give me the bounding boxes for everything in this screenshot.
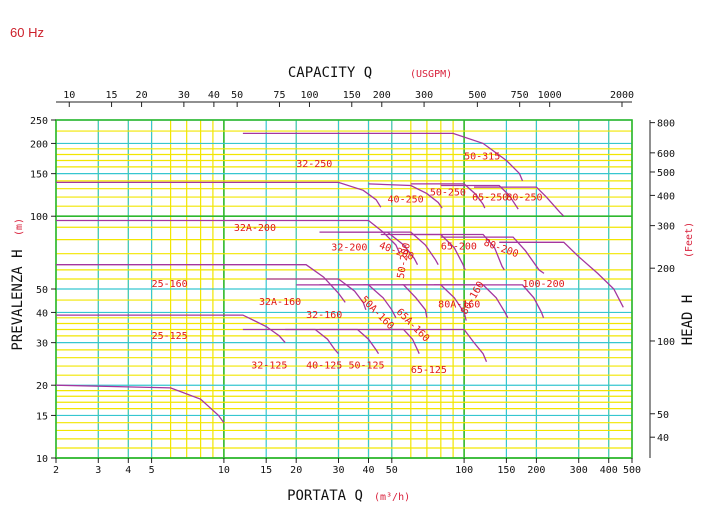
model-label: 50-315	[464, 151, 500, 162]
y-tick-label: 50	[36, 285, 48, 296]
curves	[55, 132, 624, 424]
curve-25-32-small	[55, 384, 225, 424]
x-tick-label: 10	[218, 465, 230, 476]
x-tick-label: 15	[260, 465, 272, 476]
x-tick-label: 150	[497, 465, 515, 476]
model-label: 65-250	[472, 193, 508, 204]
curve-32A-160	[266, 278, 367, 311]
right-tick-label: 300	[657, 222, 675, 233]
model-label: 25-160	[152, 279, 188, 290]
model-label: 65-200	[441, 241, 477, 252]
y-tick-label: 150	[30, 170, 48, 181]
model-label: 80-200	[482, 238, 520, 261]
right-tick-label: 600	[657, 149, 675, 160]
curve-65-125	[368, 328, 488, 363]
model-label: 50-250	[430, 187, 466, 198]
curve-25-160	[56, 264, 346, 303]
curve-65-250	[440, 184, 519, 210]
x-tick-label: 300	[570, 465, 588, 476]
curve-100-200	[499, 241, 624, 308]
x-tick-label: 40	[362, 465, 374, 476]
x-tick-label: 500	[623, 465, 641, 476]
y-tick-label: 40	[36, 308, 48, 319]
y-tick-label: 15	[36, 411, 48, 422]
right-tick-label: 400	[657, 191, 675, 202]
y-right-axis-label: HEAD H	[680, 295, 696, 346]
y-tick-label: 250	[30, 116, 48, 127]
y-tick-label: 30	[36, 339, 48, 350]
x-axis-label: PORTATA Q	[287, 488, 363, 504]
y-right-axis-unit: (Feet)	[684, 222, 695, 258]
x-tick-label: 3	[95, 465, 101, 476]
top-tick-label: 15	[106, 90, 118, 101]
model-label: 32-160	[306, 310, 342, 321]
top-tick-label: 500	[468, 90, 486, 101]
model-label: 80-250	[506, 193, 542, 204]
chart-title: CAPACITY Q	[288, 65, 372, 81]
x-tick-label: 200	[527, 465, 545, 476]
x-tick-label: 4	[125, 465, 131, 476]
right-tick-label: 200	[657, 264, 675, 275]
model-label: 50-125	[348, 360, 384, 371]
model-label: 32A-200	[234, 223, 276, 234]
top-tick-label: 10	[63, 90, 75, 101]
y-axis-label: PREVALENZA H	[10, 249, 26, 350]
top-tick-label: 1000	[538, 90, 562, 101]
model-label: 32-250	[296, 159, 332, 170]
top-tick-label: 50	[231, 90, 243, 101]
frequency-label: 60 Hz	[10, 25, 44, 40]
x-tick-label: 5	[149, 465, 155, 476]
curve-40-200	[338, 231, 439, 266]
curve-50-250	[410, 183, 486, 209]
top-tick-label: 150	[343, 90, 361, 101]
y-tick-label: 100	[30, 212, 48, 223]
curve-80-200	[440, 236, 545, 274]
top-tick-label: 75	[273, 90, 285, 101]
top-tick-label: 20	[136, 90, 148, 101]
model-label: 32-200	[331, 243, 367, 254]
top-tick-label: 750	[511, 90, 529, 101]
x-tick-label: 30	[332, 465, 344, 476]
model-label: 32-125	[251, 360, 287, 371]
top-tick-label: 100	[300, 90, 318, 101]
curve-25-125	[56, 314, 286, 344]
x-tick-label: 400	[600, 465, 618, 476]
model-label: 25-125	[152, 331, 188, 342]
right-tick-label: 800	[657, 119, 675, 130]
model-label: 40-125	[306, 360, 342, 371]
model-label: 65-125	[411, 365, 447, 376]
right-tick-label: 500	[657, 168, 675, 179]
top-tick-label: 2000	[610, 90, 634, 101]
curve-80-250	[474, 186, 565, 217]
top-tick-label: 200	[373, 90, 391, 101]
curve-80-160	[434, 284, 545, 319]
y-tick-label: 20	[36, 381, 48, 392]
model-label: 40-250	[388, 194, 424, 205]
y-tick-label: 200	[30, 139, 48, 150]
right-tick-label: 50	[657, 410, 669, 421]
chart-title-unit: (USGPM)	[410, 69, 452, 80]
model-label: 100-200	[522, 279, 564, 290]
x-tick-label: 2	[53, 465, 59, 476]
grid	[55, 119, 633, 459]
model-label: 80A-160	[438, 299, 480, 310]
curve-32-250	[56, 181, 382, 208]
right-tick-label: 100	[657, 337, 675, 348]
curve-65-200	[410, 233, 505, 271]
top-tick-label: 300	[415, 90, 433, 101]
y-tick-label: 10	[36, 454, 48, 465]
right-tick-label: 40	[657, 433, 669, 444]
x-tick-label: 100	[455, 465, 473, 476]
curve-50-315	[242, 132, 524, 182]
x-tick-label: 50	[386, 465, 398, 476]
top-tick-label: 30	[178, 90, 190, 101]
x-tick-label: 20	[290, 465, 302, 476]
model-label: 32A-160	[259, 297, 301, 308]
y-axis-unit: (m)	[14, 218, 25, 236]
top-tick-label: 40	[208, 90, 220, 101]
tick-labels: 2 3 4 5 10 15 20 30 40 50 100 150 200 300 400 500 10 15 20…	[30, 90, 675, 476]
curve-40-250	[368, 183, 443, 209]
x-axis-unit: (m³/h)	[374, 492, 410, 503]
